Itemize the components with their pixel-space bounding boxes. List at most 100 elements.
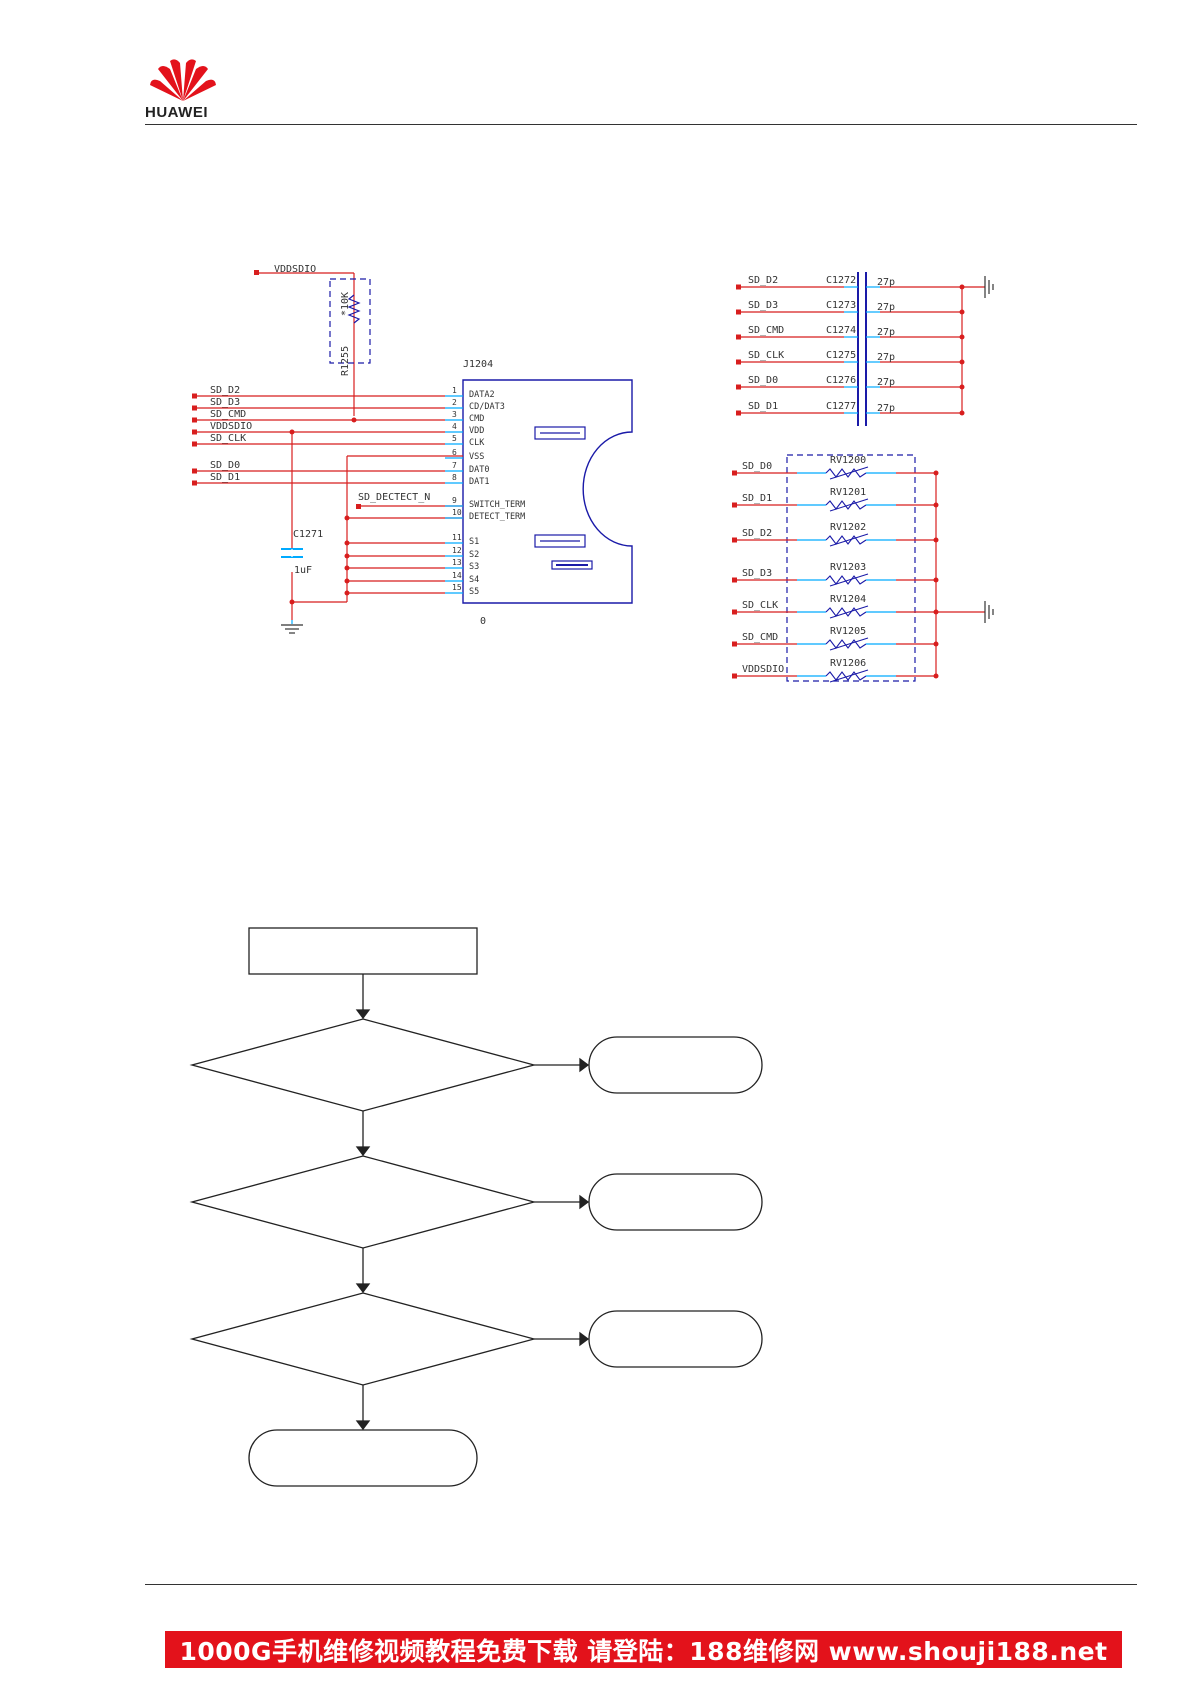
rv-ref-rv1205: RV1205 — [830, 626, 866, 637]
net-terminal — [192, 393, 197, 399]
detect-net-label: SD_DECTECT_N — [358, 492, 431, 503]
footer-divider — [145, 1584, 1137, 1585]
connector-footer-label: 0 — [480, 616, 487, 627]
junction-dot — [344, 578, 350, 584]
huawei-logo-icon — [150, 59, 216, 101]
junction-dot — [344, 540, 350, 546]
varistor-slash — [829, 573, 869, 587]
pin-name-dat0: DAT0 — [469, 465, 489, 475]
net-label-sd_d2: SD_D2 — [210, 385, 240, 396]
net-label-sd_d3: SD_D3 — [210, 397, 240, 408]
brand-name: HUAWEI — [145, 104, 208, 121]
rv-ref-rv1200: RV1200 — [830, 455, 866, 466]
pin-name-s4: S4 — [469, 575, 479, 585]
rv-ref-rv1206: RV1206 — [830, 658, 866, 669]
cap-ref-c1273: C1273 — [826, 300, 856, 311]
cap-ref-c1276: C1276 — [826, 375, 856, 386]
cap-ref-c1274: C1274 — [826, 325, 856, 336]
varistor-slash — [829, 466, 869, 480]
junction-dot — [344, 565, 350, 571]
net-terminal — [192, 480, 197, 486]
varistor-symbol — [825, 671, 867, 681]
pin-name-s1: S1 — [469, 537, 479, 547]
pin-name-vdd: VDD — [469, 426, 484, 436]
cap-ref-label: C1271 — [293, 529, 324, 540]
pin-name-data2: DATA2 — [469, 390, 495, 400]
net-label-sd_d1: SD_D1 — [210, 472, 240, 483]
cap-value-label: 27p — [877, 302, 895, 313]
junction-dot — [933, 673, 939, 679]
junction-dot — [344, 515, 350, 521]
junction-dot — [933, 502, 939, 508]
pin-number: 5 — [452, 434, 457, 443]
net-terminal — [192, 441, 197, 447]
pin-number: 9 — [452, 496, 457, 505]
varistor-slash — [829, 498, 869, 512]
varistor-symbol — [825, 639, 867, 649]
varistor-slash — [829, 669, 869, 683]
pin-number: 7 — [452, 461, 457, 470]
pin-name-cd-dat3: CD/DAT3 — [469, 402, 505, 412]
junction-dot — [959, 334, 965, 340]
pin-number: 1 — [452, 386, 457, 395]
header-divider — [145, 124, 1137, 125]
cap-net-label-sd_d2: SD_D2 — [748, 275, 778, 286]
pin-number: 13 — [452, 558, 462, 567]
pin-number: 14 — [452, 571, 462, 580]
rv-ref-rv1201: RV1201 — [830, 487, 866, 498]
junction-dot — [344, 590, 350, 596]
pin-number: 10 — [452, 508, 462, 517]
junction-dot — [933, 537, 939, 543]
net-label-sd_d0: SD_D0 — [210, 460, 240, 471]
footer-banner[interactable]: 1000G手机维修视频教程免费下载 请登陆：188维修网 www.shouji1… — [165, 1631, 1122, 1668]
pin-name-s2: S2 — [469, 550, 479, 560]
junction-dot — [289, 429, 295, 435]
cap-net-label-sd_d0: SD_D0 — [748, 375, 778, 386]
pin-number: 4 — [452, 422, 457, 431]
rv-ref-rv1204: RV1204 — [830, 594, 866, 605]
pin-name-clk: CLK — [469, 438, 485, 448]
cap-net-label-sd_clk: SD_CLK — [748, 350, 784, 361]
varistor-symbol — [825, 535, 867, 545]
junction-dot — [344, 553, 350, 559]
net-label-sd_cmd: SD_CMD — [210, 409, 246, 420]
cap-ref-c1277: C1277 — [826, 401, 856, 412]
junction-dot — [933, 609, 939, 615]
rv-net-label-sd_d2: SD_D2 — [742, 528, 772, 539]
pin-name-dat1: DAT1 — [469, 477, 489, 487]
junction-dot — [289, 599, 295, 605]
pin-number: 11 — [452, 533, 462, 542]
pin-name-cmd: CMD — [469, 414, 484, 424]
varistor-symbol — [825, 500, 867, 510]
rv-net-label-sd_d0: SD_D0 — [742, 461, 772, 472]
junction-dot — [959, 359, 965, 365]
pin-name-switch-term: SWITCH_TERM — [469, 500, 525, 510]
cap-value-label: 1uF — [294, 565, 313, 576]
varistor-slash — [829, 533, 869, 547]
junction-dot — [959, 384, 965, 390]
net-terminal — [192, 417, 197, 423]
net-terminal — [192, 468, 197, 474]
varistor-symbol — [825, 468, 867, 478]
cap-net-label-sd_d1: SD_D1 — [748, 401, 778, 412]
net-terminal — [192, 429, 197, 435]
vdd-net-label: VDDSDIO — [274, 264, 317, 275]
pullup-value-label: *10K — [340, 291, 351, 316]
connector-ref-label: J1204 — [463, 359, 494, 370]
rv-net-label-sd_d1: SD_D1 — [742, 493, 772, 504]
cap-value-label: 27p — [877, 327, 895, 338]
junction-dot — [959, 284, 965, 290]
pin-number: 2 — [452, 398, 457, 407]
varistor-symbol — [825, 575, 867, 585]
rv-net-label-vddsdio: VDDSDIO — [742, 664, 784, 675]
pin-name-detect-term: DETECT_TERM — [469, 512, 525, 522]
cap-ref-c1275: C1275 — [826, 350, 856, 361]
varistor-slash — [829, 605, 869, 619]
rv-ref-rv1202: RV1202 — [830, 522, 866, 533]
pin-number: 3 — [452, 410, 457, 419]
rv-net-label-sd_cmd: SD_CMD — [742, 632, 778, 643]
cap-value-label: 27p — [877, 277, 895, 288]
pin-number: 15 — [452, 583, 462, 592]
pin-name-s3: S3 — [469, 562, 479, 572]
